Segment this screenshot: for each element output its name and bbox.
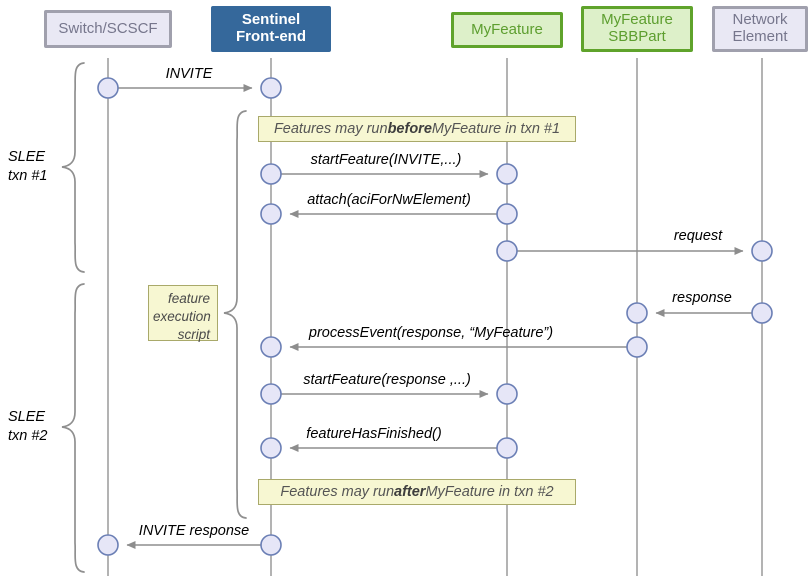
node-sentinel-invite — [260, 77, 282, 99]
message-label-feature-has-finished: featureHasFinished() — [306, 426, 442, 442]
node-myfeature-startfeature1 — [496, 163, 518, 185]
node-sentinel-startfeature2 — [260, 383, 282, 405]
note-before-emphasis: before — [387, 121, 432, 137]
brace-txn2 — [61, 283, 85, 573]
braces — [61, 62, 247, 573]
message-label-process-event: processEvent(response, “MyFeature”) — [308, 325, 554, 341]
note-after-part3: MyFeature in txn #2 — [425, 484, 554, 500]
participant-network-element[interactable]: Network Element — [712, 6, 808, 52]
node-sentinel-inviteresponse — [260, 534, 282, 556]
bracket-label-slee-txn-2: SLEE txn #2 — [8, 409, 48, 444]
message-label-attach: attach(aciForNwElement) — [307, 192, 471, 208]
node-sbbpart-processevent — [626, 336, 648, 358]
message-label-request: request — [673, 228, 723, 244]
node-myfeature-finished — [496, 437, 518, 459]
note-features-before: Features may run before MyFeature in txn… — [258, 116, 576, 142]
participant-sentinel-front-end[interactable]: Sentinel Front-end — [211, 6, 331, 52]
node-network-request — [751, 240, 773, 262]
brace-txn1 — [61, 62, 85, 273]
node-switch-invite — [97, 77, 119, 99]
node-myfeature-startfeature2 — [496, 383, 518, 405]
node-sentinel-startfeature1 — [260, 163, 282, 185]
note-features-after: Features may run after MyFeature in txn … — [258, 479, 576, 505]
note-after-emphasis: after — [394, 484, 426, 500]
node-sentinel-attach — [260, 203, 282, 225]
node-switch-inviteresponse — [97, 534, 119, 556]
message-label-start-feature-invite: startFeature(INVITE,...) — [310, 152, 462, 168]
node-myfeature-attach — [496, 203, 518, 225]
participant-myfeature-sbbpart[interactable]: MyFeature SBBPart — [581, 6, 693, 52]
participant-switch-scscf[interactable]: Switch/SCSCF — [44, 10, 172, 48]
node-myfeature-request — [496, 240, 518, 262]
event-nodes — [97, 77, 773, 556]
node-sentinel-processevent — [260, 336, 282, 358]
message-label-invite-response: INVITE response — [138, 523, 250, 539]
note-after-part1: Features may run — [280, 484, 395, 500]
node-network-response — [751, 302, 773, 324]
brace-feature-script — [223, 110, 247, 519]
bracket-label-slee-txn-1: SLEE txn #1 — [8, 149, 48, 184]
note-feature-execution-script: feature execution script — [148, 285, 218, 342]
message-label-response: response — [672, 290, 732, 306]
note-before-part1: Features may run — [273, 121, 388, 137]
node-sentinel-finished — [260, 437, 282, 459]
note-before-part3: MyFeature in txn #1 — [431, 121, 561, 137]
participant-myfeature[interactable]: MyFeature — [451, 12, 563, 48]
message-arrows — [118, 84, 752, 549]
message-label-invite: INVITE — [165, 66, 213, 82]
node-sbbpart-response — [626, 302, 648, 324]
message-label-start-feature-response: startFeature(response ,...) — [303, 372, 471, 388]
